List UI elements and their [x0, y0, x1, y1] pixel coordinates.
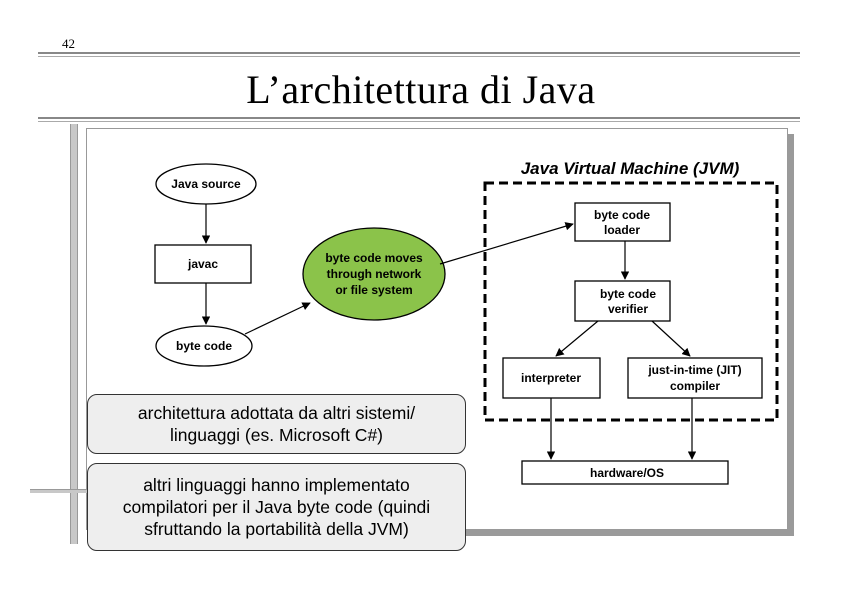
title-rule: [38, 117, 800, 119]
note2-line-3: sfruttando la portabilità della JVM): [144, 519, 409, 539]
left-decor-rule: [30, 489, 88, 493]
arrow-verifier-interpreter: [555, 320, 599, 357]
network-line-1: byte code moves: [325, 251, 423, 265]
arrow-network-loader: [439, 222, 574, 265]
interpreter-node: [502, 357, 601, 399]
byte-code-node: [155, 325, 253, 367]
interpreter-label: interpreter: [521, 371, 581, 385]
network-node: [302, 227, 446, 321]
top-rule-thin: [38, 56, 800, 57]
note1-line-2: linguaggi (es. Microsoft C#): [170, 425, 383, 445]
java-source-label: Java source: [171, 177, 241, 191]
jvm-label: Java Virtual Machine (JVM): [521, 159, 740, 178]
page-number: 42: [62, 36, 75, 51]
verifier-node: [574, 280, 671, 322]
jit-line-2: compiler: [670, 379, 720, 393]
arrow-bytecode-network: [244, 302, 311, 335]
note2-line-1: altri linguaggi hanno implementato: [143, 475, 410, 495]
javac-node: [154, 244, 252, 284]
javac-label: javac: [187, 257, 218, 271]
left-decor-bar: [70, 124, 78, 544]
note1-line-1: architettura adottata da altri sistemi/: [137, 403, 416, 423]
jit-node: [627, 357, 763, 399]
arrow-verifier-jit: [651, 320, 691, 357]
jit-line-1: just-in-time (JIT): [647, 363, 741, 377]
loader-line-1: byte code: [594, 208, 650, 222]
top-rule: [38, 52, 800, 54]
network-line-3: or file system: [335, 283, 412, 297]
byte-code-label: byte code: [176, 339, 232, 353]
loader-line-2: loader: [604, 223, 640, 237]
jvm-boundary: [483, 181, 779, 422]
slide-title: L’architettura di Java: [246, 67, 596, 112]
note2-line-2: compilatori per il Java byte code (quind…: [122, 497, 431, 517]
hardware-node: [521, 460, 729, 485]
network-line-2: through network: [327, 267, 422, 281]
title-rule-thin: [38, 121, 800, 122]
hardware-label: hardware/OS: [590, 466, 664, 480]
note-architecture: architettura adottata da altri sistemi/ …: [87, 394, 466, 454]
loader-node: [574, 202, 671, 242]
note-other-languages: altri linguaggi hanno implementato compi…: [87, 463, 466, 551]
verifier-line-1: byte code: [600, 287, 656, 301]
verifier-line-2: verifier: [608, 302, 648, 316]
